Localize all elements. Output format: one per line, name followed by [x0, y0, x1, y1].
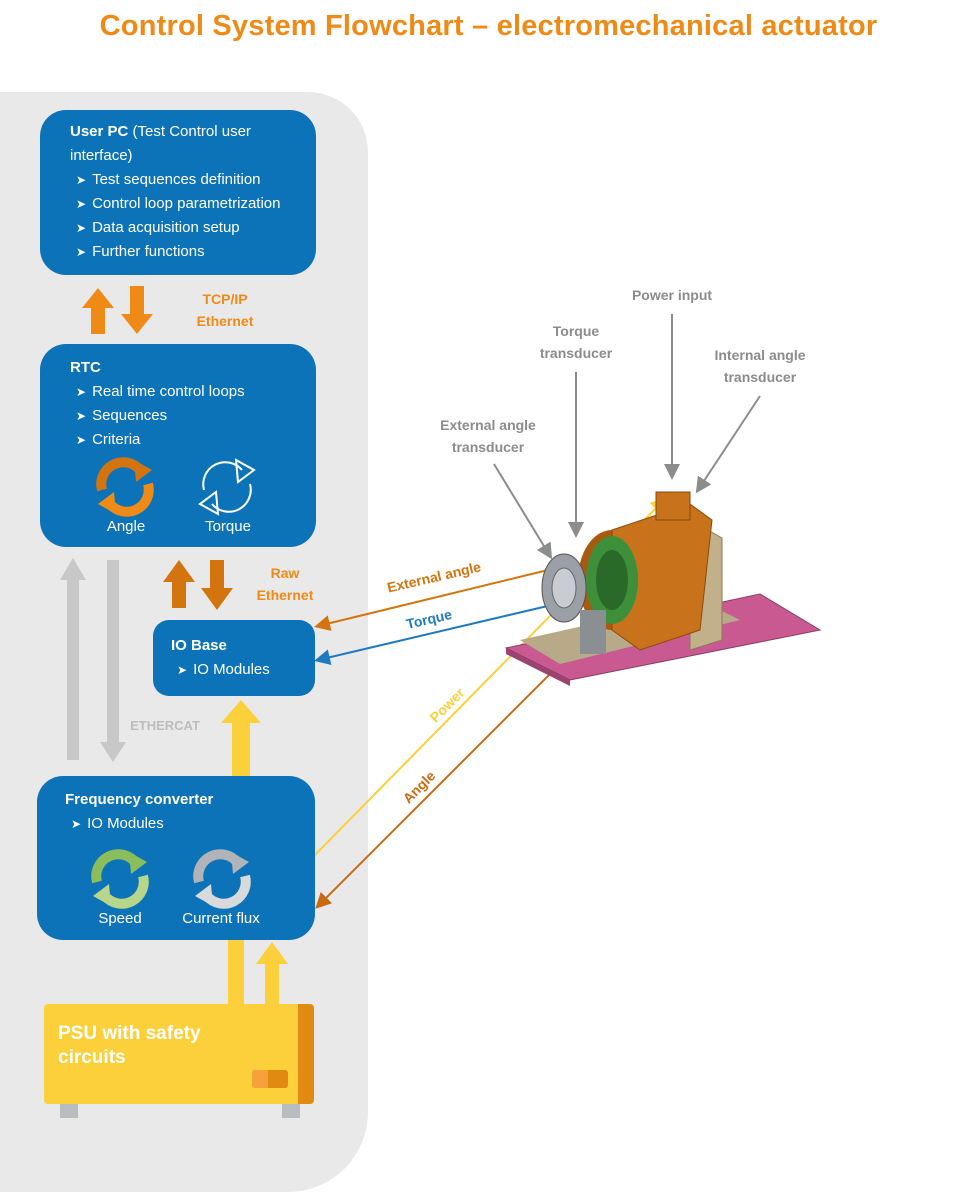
list-item: IO Modules	[171, 658, 305, 682]
power-to-io-arrow	[221, 700, 261, 776]
list-item: IO Modules	[65, 812, 301, 836]
list-item: Data acquisition setup	[70, 216, 302, 240]
user-pc-subheading: (Test Control user interface)	[70, 123, 251, 164]
torque-loop-icon	[198, 458, 256, 516]
tcpip-label: TCP/IP Ethernet	[175, 288, 275, 332]
list-item: Sequences	[70, 404, 302, 428]
raw-ethernet-label: Raw Ethernet	[240, 562, 330, 606]
tcpip-label-line1: TCP/IP	[202, 291, 248, 307]
psu-side-panel	[298, 1004, 314, 1104]
user-pc-heading: User PC	[70, 123, 129, 140]
psu-unit: PSU with safety circuits	[44, 1004, 314, 1104]
speed-loop-icon	[91, 849, 149, 909]
raw-ethernet-label-line1: Raw	[270, 565, 300, 581]
psu-foot-left	[60, 1104, 78, 1118]
angle-loop-icon	[96, 457, 154, 517]
rtc-list: Real time control loops Sequences Criter…	[70, 380, 302, 452]
rtc-heading: RTC	[70, 359, 101, 376]
list-item: Further functions	[70, 240, 302, 264]
user-pc-box: User PC (Test Control user interface) Te…	[40, 110, 316, 275]
raw-ethernet-down-arrow	[201, 560, 233, 610]
angle-loop-label: Angle	[106, 518, 146, 535]
tcpip-down-arrow	[121, 286, 153, 334]
io-base-list: IO Modules	[171, 658, 305, 682]
psu-to-fc-arrow	[256, 942, 288, 1006]
list-item: Real time control loops	[70, 380, 302, 404]
external-angle-callout	[493, 463, 553, 560]
ethercat-up-arrow	[60, 558, 86, 760]
external-angle-transducer-label: External angle transducer	[424, 414, 552, 458]
internal-angle-callout	[695, 395, 761, 494]
list-item: Test sequences definition	[70, 168, 302, 192]
raw-ethernet-up-arrow	[163, 560, 195, 608]
io-base-title: IO Base	[171, 634, 305, 658]
rtc-box: RTC Real time control loops Sequences Cr…	[40, 344, 316, 547]
raw-ethernet-label-line2: Ethernet	[256, 587, 314, 603]
torque-signal-line	[314, 603, 557, 666]
current-flux-loop-icon	[193, 849, 251, 909]
rtc-title: RTC	[70, 356, 302, 380]
frequency-converter-heading: Frequency converter	[65, 791, 214, 808]
ethercat-down-arrow	[100, 560, 126, 762]
external-angle-signal-line	[314, 569, 549, 631]
power-input-label: Power input	[631, 287, 713, 303]
torque-transducer-line1: Torque	[552, 323, 600, 339]
psu-indicator-light	[252, 1070, 268, 1088]
user-pc-title: User PC (Test Control user interface)	[70, 120, 302, 168]
psu-foot-right	[282, 1104, 300, 1118]
internal-angle-line1: Internal angle	[714, 347, 806, 363]
frequency-converter-box: Frequency converter IO Modules Speed Cur…	[37, 776, 315, 940]
user-pc-list: Test sequences definition Control loop p…	[70, 168, 302, 264]
io-base-heading: IO Base	[171, 637, 227, 654]
ethercat-label: ETHERCAT	[130, 718, 200, 733]
frequency-converter-list: IO Modules	[65, 812, 301, 836]
frequency-converter-title: Frequency converter	[65, 788, 301, 812]
external-angle-line1: External angle	[440, 417, 536, 433]
torque-transducer-line2: transducer	[539, 345, 613, 361]
psu-to-fc-bar	[228, 938, 244, 1006]
list-item: Criteria	[70, 428, 302, 452]
torque-transducer-label: Torque transducer	[524, 320, 628, 364]
internal-angle-transducer-label: Internal angle transducer	[696, 344, 824, 388]
external-angle-line2: transducer	[451, 439, 525, 455]
torque-loop-label: Torque	[205, 518, 251, 535]
tcpip-label-line2: Ethernet	[196, 313, 254, 329]
speed-loop-label: Speed	[98, 910, 142, 927]
list-item: Control loop parametrization	[70, 192, 302, 216]
internal-angle-line2: transducer	[723, 369, 797, 385]
psu-label: PSU with safety circuits	[58, 1023, 201, 1068]
page-title: Control System Flowchart – electromechan…	[99, 10, 878, 42]
tcpip-up-arrow	[82, 288, 114, 334]
current-flux-loop-label: Current flux	[182, 910, 260, 927]
io-base-box: IO Base IO Modules	[153, 620, 315, 696]
